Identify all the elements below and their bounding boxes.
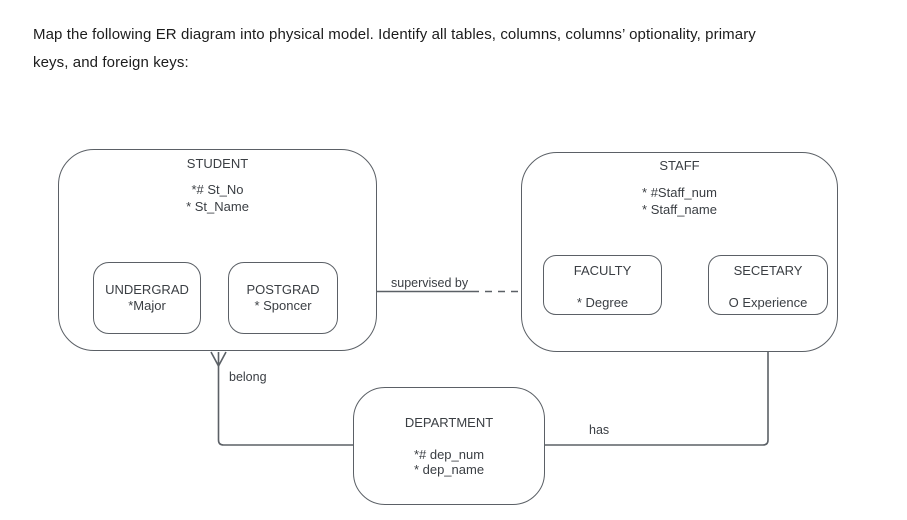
entity-postgrad-title: POSTGRAD xyxy=(246,281,320,297)
entity-undergrad: UNDERGRAD *Major xyxy=(93,262,201,334)
attribute-line: * St_Name xyxy=(186,199,249,214)
attribute-line: *Major xyxy=(128,298,166,313)
entity-postgrad: POSTGRAD * Sponcer xyxy=(228,262,338,334)
entity-faculty: FACULTY * Degree xyxy=(543,255,662,315)
relationship-belong xyxy=(210,351,353,446)
entity-staff xyxy=(521,152,838,352)
entity-student-attributes: *# St_No * St_Name xyxy=(58,181,377,215)
entity-secetary: SECETARY O Experience xyxy=(708,255,828,315)
entity-secetary-title: SECETARY xyxy=(733,263,803,278)
attribute-line: *# dep_num xyxy=(413,447,485,462)
entity-postgrad-text: POSTGRAD * Sponcer xyxy=(229,263,337,333)
attribute-line: * Staff_name xyxy=(642,202,717,217)
relationship-label-belong: belong xyxy=(229,370,267,384)
entity-department: DEPARTMENT *# dep_num * dep_name xyxy=(353,387,545,505)
entity-faculty-title: FACULTY xyxy=(573,263,632,278)
attribute-line: * dep_name xyxy=(413,462,485,477)
entity-department-attributes: *# dep_num * dep_name xyxy=(354,447,544,477)
instruction-line-2: keys, and foreign keys: xyxy=(33,54,189,71)
instruction-line-1: Map the following ER diagram into physic… xyxy=(33,26,756,43)
relationship-label-supervised-by: supervised by xyxy=(391,276,469,290)
attribute-line: O Experience xyxy=(728,295,808,310)
entity-staff-title: STAFF xyxy=(659,158,700,173)
entity-department-title: DEPARTMENT xyxy=(404,415,494,430)
entity-undergrad-text: UNDERGRAD *Major xyxy=(94,263,200,333)
entity-undergrad-title: UNDERGRAD xyxy=(105,281,189,297)
attribute-line: *# St_No xyxy=(191,182,244,197)
attribute-line: * #Staff_num xyxy=(642,185,717,200)
entity-staff-attributes: * #Staff_num * Staff_name xyxy=(521,184,838,218)
instruction-text: Map the following ER diagram into physic… xyxy=(33,21,756,77)
relationship-label-has: has xyxy=(589,423,610,437)
attribute-line: * Sponcer xyxy=(254,298,312,313)
attribute-line: * Degree xyxy=(576,295,629,310)
entity-student-title: STUDENT xyxy=(186,156,249,171)
crow-foot-many-icon xyxy=(210,351,227,367)
